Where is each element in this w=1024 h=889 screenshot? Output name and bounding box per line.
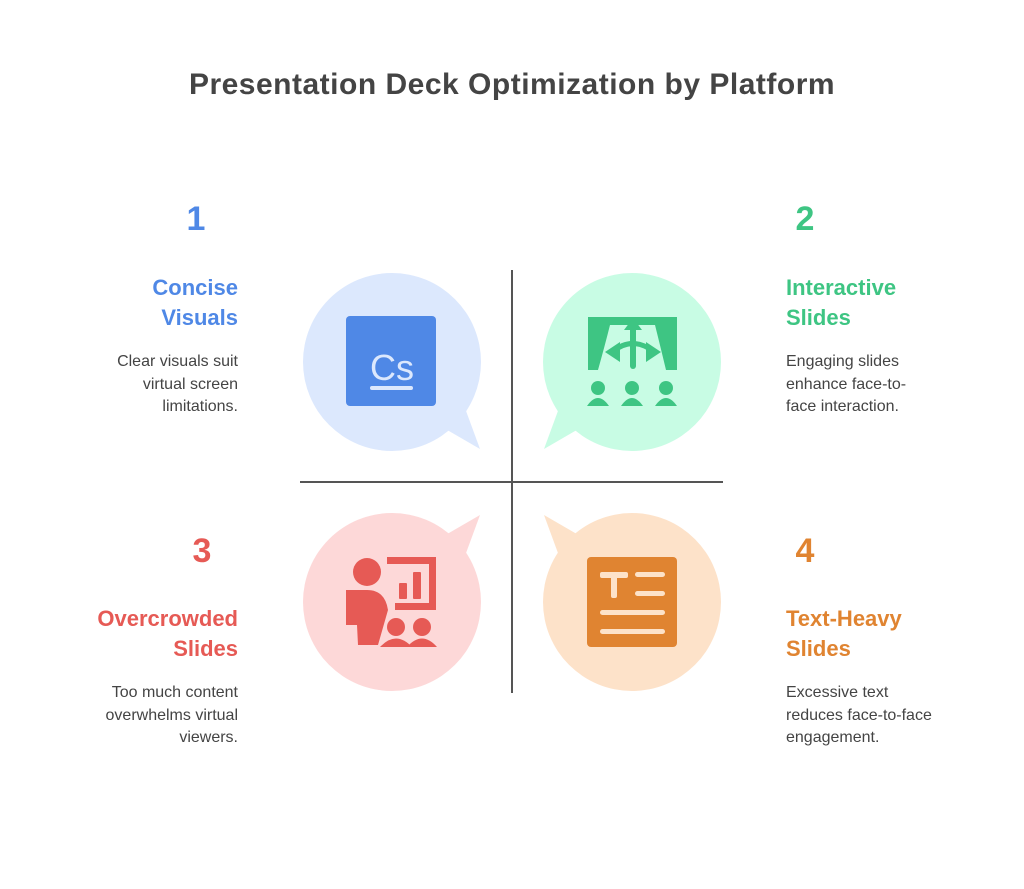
- desc-line: Engaging slides: [786, 353, 899, 370]
- desc-line: viewers.: [179, 729, 238, 746]
- title-line: Concise: [152, 275, 238, 300]
- desc-line: virtual screen: [142, 375, 238, 393]
- item-2-number: 2: [795, 200, 815, 238]
- desc-line: enhance face-to-: [786, 375, 907, 393]
- item-3-description: Too much content overwhelms virtual view…: [38, 682, 238, 750]
- diagram-title: Presentation Deck Optimization by Platfo…: [188, 68, 836, 101]
- desc-line: face interaction.: [786, 398, 899, 415]
- desc-line: Excessive text: [786, 684, 889, 701]
- svg-text:Cs: Cs: [370, 347, 414, 388]
- bubble-3: [303, 513, 481, 691]
- title-line: Interactive: [786, 275, 897, 300]
- item-2-description: Engaging slides enhance face-to- face in…: [786, 351, 986, 419]
- desc-line: reduces face-to-face: [786, 706, 932, 724]
- title-line: Slides: [173, 636, 238, 661]
- presenter-chart-icon: [346, 557, 437, 647]
- item-1-description: Clear visuals suit virtual screen limita…: [38, 351, 238, 419]
- item-3-title: Overcrowded Slides: [38, 604, 238, 664]
- desc-line: Clear visuals suit: [117, 353, 238, 370]
- item-4-number: 4: [795, 532, 815, 570]
- item-4-description: Excessive text reduces face-to-face enga…: [786, 682, 986, 750]
- desc-line: engagement.: [786, 729, 880, 746]
- item-1-number: 1: [186, 200, 206, 238]
- title-line: Text-Heavy: [786, 606, 902, 631]
- cs-document-icon: Cs: [346, 316, 436, 406]
- text-document-icon: [587, 557, 677, 647]
- desc-line: overwhelms virtual: [105, 706, 238, 724]
- title-line: Visuals: [161, 305, 238, 330]
- item-4-title: Text-Heavy Slides: [786, 604, 986, 664]
- title-line: Slides: [786, 636, 851, 661]
- item-2-title: Interactive Slides: [786, 273, 986, 333]
- stage-audience-icon: [587, 317, 677, 406]
- title-line: Overcrowded: [97, 606, 238, 631]
- title-line: Slides: [786, 305, 851, 330]
- desc-line: limitations.: [162, 398, 238, 415]
- item-1-title: Concise Visuals: [38, 273, 238, 333]
- item-3-number: 3: [192, 532, 212, 570]
- desc-line: Too much content: [111, 684, 238, 701]
